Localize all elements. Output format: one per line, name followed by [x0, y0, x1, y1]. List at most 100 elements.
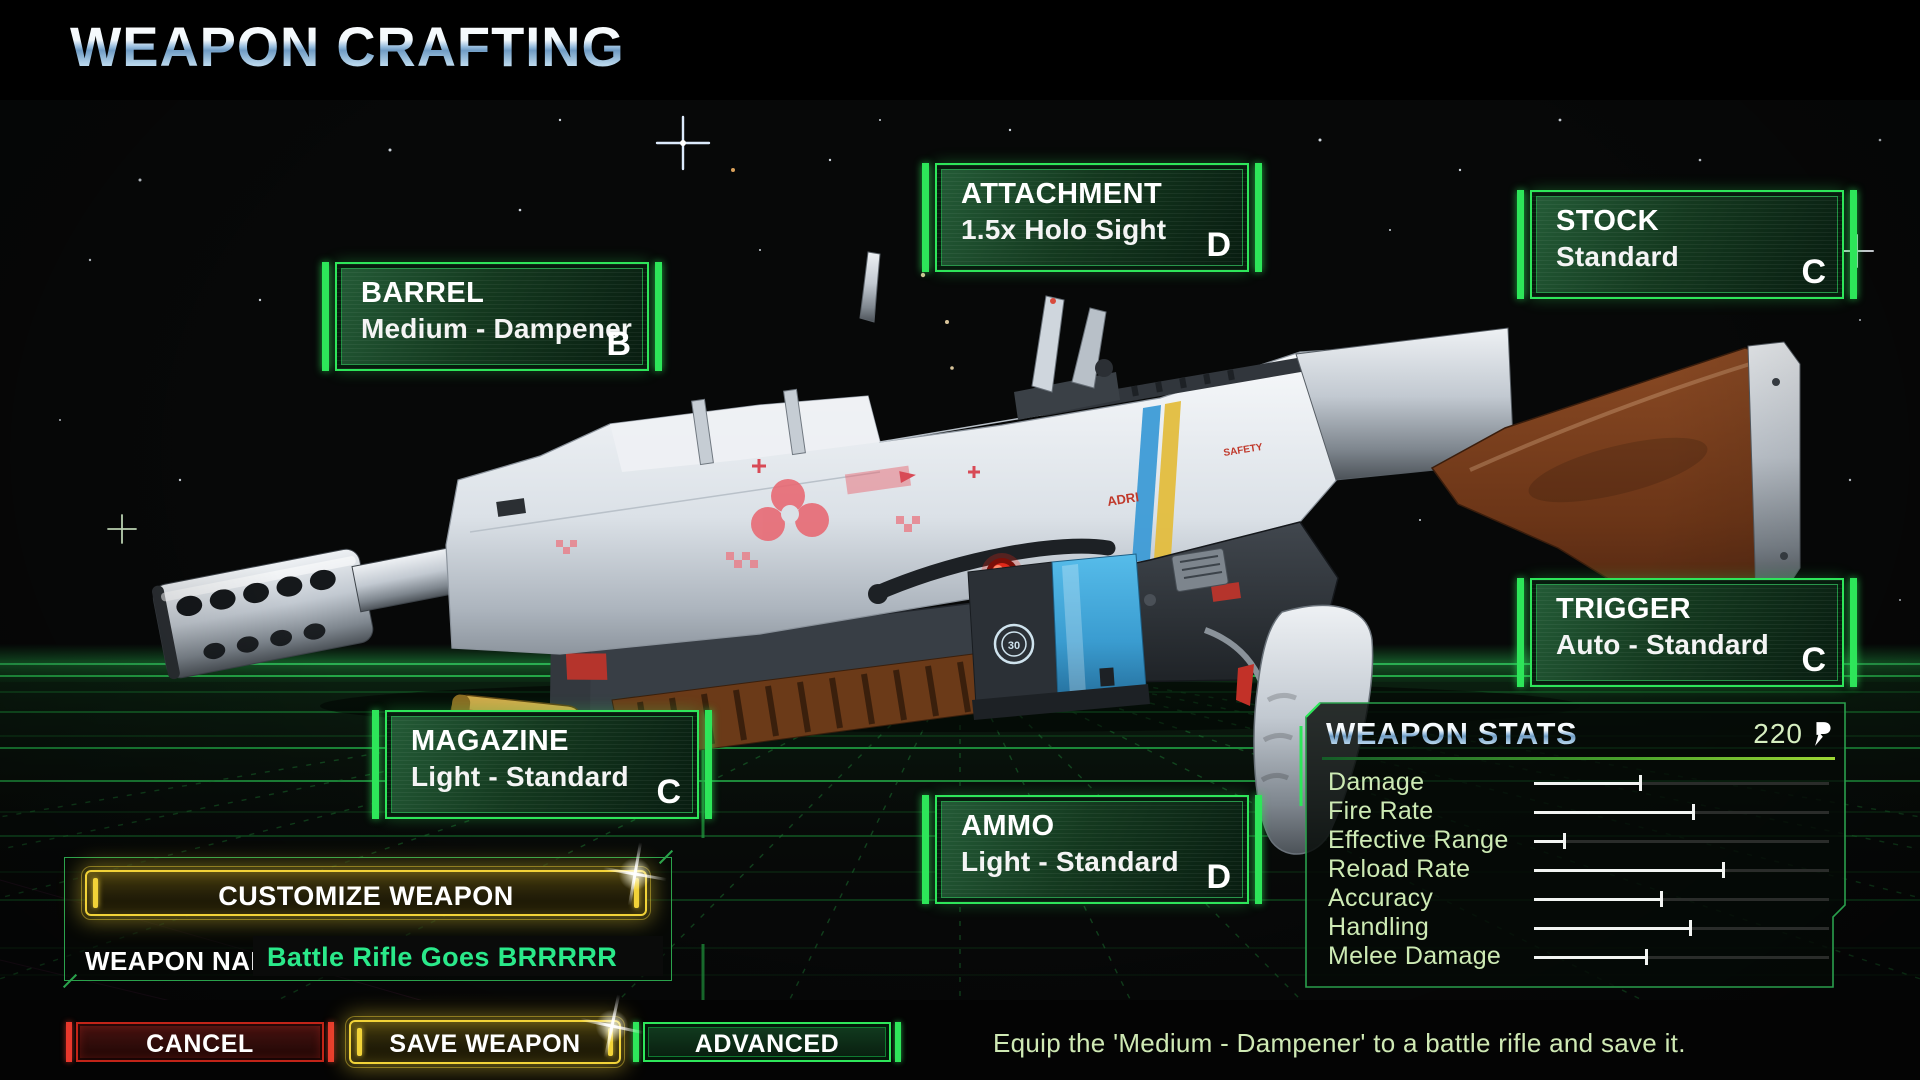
cost-value: 220 — [1753, 718, 1803, 749]
slot-ammo-box[interactable]: AMMO Light - Standard D — [935, 795, 1249, 904]
stat-row-effective-range: Effective Range — [1306, 826, 1845, 855]
slot-trigger: TRIGGER Auto - Standard C — [1517, 578, 1857, 687]
slot-ammo: AMMO Light - Standard D — [922, 795, 1262, 904]
stat-bar — [1534, 948, 1829, 966]
svg-text:30: 30 — [1008, 640, 1020, 652]
slot-left-bar — [922, 795, 929, 904]
slot-right-bar — [1255, 795, 1262, 904]
customize-weapon-button[interactable]: CUSTOMIZE WEAPON — [81, 866, 651, 920]
stat-row-fire-rate: Fire Rate — [1306, 797, 1845, 826]
stat-label: Handling — [1328, 913, 1430, 941]
cancel-button[interactable]: CANCEL — [76, 1022, 324, 1062]
slot-grade: B — [606, 325, 631, 363]
weapon-cost: 220 — [1753, 718, 1831, 750]
slot-right-bar — [705, 710, 712, 819]
body-decals — [556, 401, 1181, 568]
rear-receiver — [1295, 327, 1515, 481]
slot-left-bar — [1517, 190, 1524, 299]
butt-plate — [1747, 341, 1801, 599]
slot-magazine: MAGAZINE Light - Standard C — [372, 710, 712, 819]
slot-left-bar — [322, 262, 329, 371]
slot-value: Medium - Dampener — [361, 313, 632, 344]
slot-left-bar — [922, 163, 929, 272]
slot-magazine-box[interactable]: MAGAZINE Light - Standard C — [385, 710, 699, 819]
slot-barrel-box[interactable]: BARREL Medium - Dampener B — [335, 262, 649, 371]
charging-handle — [872, 538, 1116, 600]
slot-right-bar — [1850, 190, 1857, 299]
stat-row-accuracy: Accuracy — [1306, 884, 1845, 913]
button-left-bar — [66, 1022, 72, 1062]
slot-attachment-box[interactable]: ATTACHMENT 1.5x Holo Sight D — [935, 163, 1249, 272]
slot-left-bar — [372, 710, 379, 819]
slot-grade: C — [656, 773, 681, 811]
stat-label: Reload Rate — [1328, 855, 1471, 883]
stat-label: Fire Rate — [1328, 797, 1434, 825]
slot-grade: D — [1206, 226, 1231, 264]
weapon-stats-panel: WEAPON STATS 220 Damage Fire Rate Effect… — [1306, 703, 1845, 987]
customize-panel: CUSTOMIZE WEAPON WEAPON NAME: Battle Rif… — [64, 836, 673, 981]
slot-attachment: ATTACHMENT 1.5x Holo Sight D — [922, 163, 1262, 272]
advanced-button[interactable]: ADVANCED — [643, 1022, 891, 1062]
slot-stock-box[interactable]: STOCK Standard C — [1530, 190, 1844, 299]
slot-trigger-box[interactable]: TRIGGER Auto - Standard C — [1530, 578, 1844, 687]
slot-label: MAGAZINE — [411, 725, 569, 757]
button-right-bar — [895, 1022, 901, 1062]
stat-row-melee-damage: Melee Damage — [1306, 942, 1845, 971]
slot-right-bar — [1850, 578, 1857, 687]
barrel-tube — [351, 534, 509, 613]
stat-row-reload-rate: Reload Rate — [1306, 855, 1845, 884]
stat-label: Accuracy — [1328, 884, 1434, 912]
objective-hint-text: Equip the 'Medium - Dampener' to a battl… — [993, 1028, 1686, 1058]
stat-bar — [1534, 832, 1829, 850]
slot-value: Light - Standard — [961, 846, 1179, 877]
stat-bar — [1534, 803, 1829, 821]
receiver-body — [445, 349, 1341, 655]
button-left-bar — [633, 1022, 639, 1062]
energy-credit-icon — [1811, 721, 1831, 747]
stat-label: Damage — [1328, 768, 1425, 796]
top-rail — [1040, 352, 1336, 416]
slot-label: TRIGGER — [1556, 593, 1691, 625]
slot-label: BARREL — [361, 277, 485, 309]
magazine-render: 30 — [967, 553, 1150, 720]
header-bar: WEAPON CRAFTING — [0, 0, 1920, 100]
forend-assembly — [559, 599, 1009, 717]
slot-grade: D — [1206, 858, 1231, 896]
marking-right: SAFETY — [1223, 442, 1264, 459]
red-lens — [981, 553, 1023, 595]
weapon-name-value: Battle Rifle Goes BRRRRR — [267, 942, 618, 972]
slot-value: 1.5x Holo Sight — [961, 214, 1167, 245]
stat-bar — [1534, 890, 1829, 908]
slot-value: Light - Standard — [411, 761, 629, 792]
stat-row-damage: Damage — [1306, 768, 1845, 797]
stat-bar — [1534, 919, 1829, 937]
slot-stock: STOCK Standard C — [1517, 190, 1857, 299]
slot-label: STOCK — [1556, 205, 1659, 237]
slot-grade: C — [1801, 641, 1826, 679]
page-title: WEAPON CRAFTING — [70, 15, 625, 78]
slot-value: Standard — [1556, 241, 1679, 272]
stat-row-handling: Handling — [1306, 913, 1845, 942]
holo-sight — [1014, 295, 1120, 420]
slot-right-bar — [655, 262, 662, 371]
stat-label: Effective Range — [1328, 826, 1509, 854]
stat-bar — [1534, 861, 1829, 879]
save-weapon-button[interactable]: SAVE WEAPON — [345, 1016, 625, 1068]
iron-sight-front — [859, 251, 881, 323]
slot-label: AMMO — [961, 810, 1055, 842]
footer-bar: CANCEL SAVE WEAPON ADVANCED Equip the 'M… — [0, 988, 1920, 1080]
stat-bar — [1534, 774, 1829, 792]
slot-value: Auto - Standard — [1556, 629, 1769, 660]
stats-title: WEAPON STATS — [1326, 716, 1578, 751]
slot-barrel: BARREL Medium - Dampener B — [322, 262, 662, 371]
slot-left-bar — [1517, 578, 1524, 687]
stats-divider — [1322, 757, 1835, 760]
weapon-name-input[interactable]: Battle Rifle Goes BRRRRR — [253, 936, 663, 976]
slot-right-bar — [1255, 163, 1262, 272]
stat-label: Melee Damage — [1328, 942, 1502, 970]
suppressor — [151, 548, 374, 680]
barrel-clamps — [691, 388, 806, 466]
button-right-bar — [328, 1022, 334, 1062]
slot-grade: C — [1801, 253, 1826, 291]
